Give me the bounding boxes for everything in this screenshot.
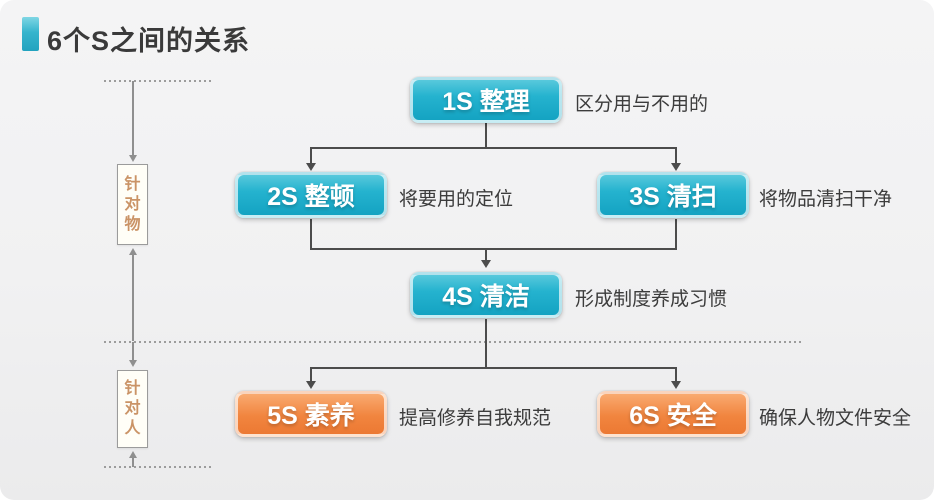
node-5s-label: 5S 素养	[267, 402, 355, 430]
node-6s-safety: 6S 安全	[597, 391, 749, 437]
node-3s-label: 3S 清扫	[629, 183, 717, 211]
arrow-down-icon	[671, 163, 681, 171]
node-6s-label: 6S 安全	[629, 402, 717, 430]
arrow-down-icon	[306, 381, 316, 389]
connector-4s-branch	[310, 367, 677, 369]
node-3s-desc: 将物品清扫干净	[759, 189, 893, 210]
connector-merge-branch	[310, 248, 677, 250]
arrow-down-icon	[129, 360, 137, 367]
title-accent-bar	[22, 17, 39, 51]
rail-dash-top	[104, 80, 214, 82]
node-2s-label: 2S 整顿	[267, 183, 355, 211]
connector-from-2s	[310, 219, 312, 248]
rail-dash-bottom	[104, 466, 214, 468]
node-4s-desc: 形成制度养成习惯	[575, 289, 728, 310]
arrow-up-icon	[129, 248, 137, 255]
node-5s-shitsuke: 5S 素养	[235, 391, 387, 437]
connector-to-4s	[485, 248, 487, 261]
arrow-up-icon	[129, 451, 137, 458]
connector-to-3s	[675, 147, 677, 164]
connector-to-2s	[310, 147, 312, 164]
node-1s-label: 1S 整理	[442, 88, 530, 116]
node-4s-seiketsu: 4S 清洁	[410, 272, 562, 318]
arrow-down-icon	[671, 381, 681, 389]
arrow-down-icon	[481, 260, 491, 268]
connector-to-6s	[675, 367, 677, 381]
page-title: 6个S之间的关系	[47, 26, 251, 56]
connector-1s-stem	[485, 123, 487, 147]
node-6s-desc: 确保人物文件安全	[759, 408, 912, 429]
rail-line-3	[132, 342, 134, 360]
rail-line-4	[132, 458, 134, 467]
rail-label-people: 针对人	[117, 370, 148, 448]
arrow-down-icon	[306, 163, 316, 171]
node-5s-desc: 提高修养自我规范	[399, 408, 552, 429]
node-3s-seiso: 3S 清扫	[597, 172, 749, 218]
node-2s-seiton: 2S 整顿	[235, 172, 387, 218]
rail-line-2	[132, 255, 134, 341]
rail-label-objects: 针对物	[117, 164, 148, 245]
rail-label-people-text: 针对人	[124, 380, 141, 437]
connector-to-5s	[310, 367, 312, 381]
node-2s-desc: 将要用的定位	[399, 189, 514, 210]
connector-1s-branch	[310, 147, 677, 149]
rail-line-1	[132, 81, 134, 155]
node-4s-label: 4S 清洁	[442, 283, 530, 311]
connector-from-3s	[675, 219, 677, 248]
rail-dash-middle	[104, 341, 804, 343]
node-1s-seiri: 1S 整理	[410, 77, 562, 123]
rail-label-objects-text: 针对物	[124, 175, 141, 233]
arrow-down-icon	[129, 155, 137, 162]
node-1s-desc: 区分用与不用的	[575, 94, 709, 115]
connector-4s-stem	[485, 319, 487, 367]
